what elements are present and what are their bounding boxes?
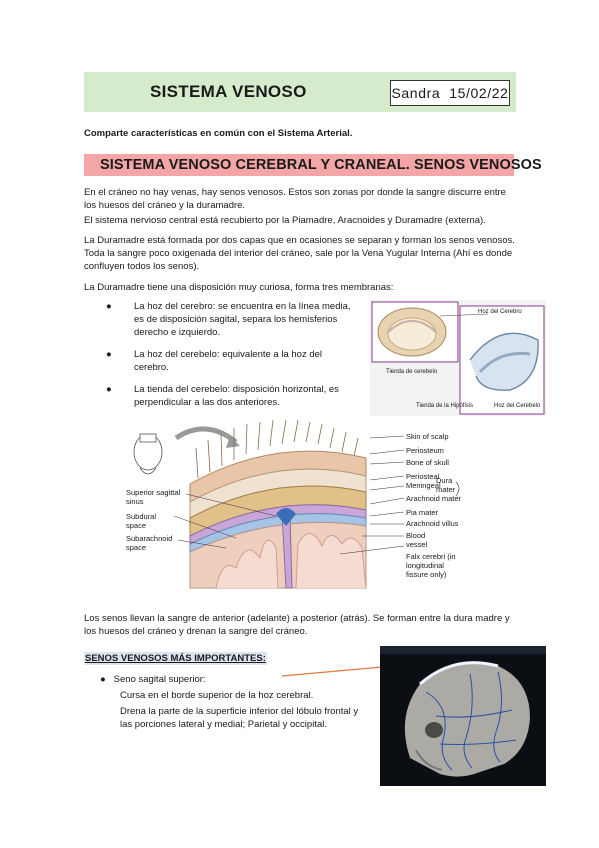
paragraph-1: En el cráneo no hay venas, hay senos ven… <box>84 187 506 211</box>
bullet-icon: ● <box>106 349 112 360</box>
author-name: Sandra <box>391 85 441 101</box>
list-item: ●La hoz del cerebro: se encuentra en la … <box>106 301 351 338</box>
page-title: SISTEMA VENOSO <box>150 82 307 101</box>
membrane-list: ●La hoz del cerebro: se encuentra en la … <box>100 300 358 418</box>
list-item: ●La hoz del cerebelo: equivalente a la h… <box>106 349 323 373</box>
label-subdural-space: Subdural space <box>126 512 157 530</box>
label-tienda-hipofisis: Tienda de la Hipófisis <box>416 403 474 409</box>
skull-sinus-figure <box>380 646 546 786</box>
subsection-heading: SENOS VENOSOS MÁS IMPORTANTES: <box>84 652 267 665</box>
meninges-figure: Skin of scalp Periosteum Bone of skull P… <box>126 418 470 600</box>
paragraph-2: El sistema nervioso central está recubie… <box>84 215 486 226</box>
label-bone-skull: Bone of skull <box>406 458 449 467</box>
label-periosteal: Periosteal <box>406 472 440 481</box>
label-meningeal: Meningeal <box>406 481 441 490</box>
label-blood-vessel: Blood vessel <box>406 531 428 549</box>
dura-folds-figure: Hoz del Cerebro Tienda de cerebelo Tiend… <box>370 300 546 416</box>
section-heading-bar <box>84 154 514 176</box>
bullet-icon: ● <box>106 384 112 395</box>
label-dura-mater: Dura mater <box>436 476 456 494</box>
sinus-list-item: ● Seno sagital superior: <box>100 674 206 685</box>
meninges-illustration <box>133 419 460 589</box>
paragraph-3: La Duramadre está formada por dos capas … <box>84 235 515 272</box>
sinus-description-2: Drena la parte de la superficie inferior… <box>120 706 359 730</box>
bullet-icon: ● <box>100 674 106 685</box>
section-heading: SISTEMA VENOSO CEREBRAL Y CRANEAL. SENOS… <box>100 157 542 173</box>
bullet-icon: ● <box>106 301 112 312</box>
list-item: ●La tienda del cerebelo: disposición hor… <box>106 384 339 408</box>
author-date-box: Sandra 15/02/22 <box>390 80 510 106</box>
label-falx-cerebri: Falx cerebri (in longitudinal fissure on… <box>406 552 456 579</box>
label-arachnoid-mater: Arachnoid mater <box>406 494 462 503</box>
label-pia-mater: Pia mater <box>406 508 439 517</box>
date: 15/02/22 <box>449 85 509 101</box>
intro-text: Comparte características en común con el… <box>84 128 353 139</box>
paragraph-4: La Duramadre tiene una disposición muy c… <box>84 282 394 293</box>
label-superior-sagittal-sinus: Superior sagittal sinus <box>126 488 181 506</box>
label-skin-scalp: Skin of scalp <box>406 432 449 441</box>
sinus-description-1: Cursa en el borde superior de la hoz cer… <box>120 690 314 701</box>
label-hoz-cerebro: Hoz del Cerebro <box>478 309 522 315</box>
label-tienda-cerebelo: Tienda de cerebelo <box>386 369 438 375</box>
dura-folds-illustration <box>371 301 545 415</box>
label-arachnoid-villus: Arachnoid villus <box>406 519 459 528</box>
label-subarachnoid-space: Subarachnoid space <box>126 534 173 552</box>
paragraph-5: Los senos llevan la sangre de anterior (… <box>84 613 510 637</box>
label-periosteum: Periosteum <box>406 446 444 455</box>
label-hoz-cerebelo: Hoz del Cerebelo <box>494 403 541 409</box>
skull-sinus-illustration <box>380 646 546 777</box>
